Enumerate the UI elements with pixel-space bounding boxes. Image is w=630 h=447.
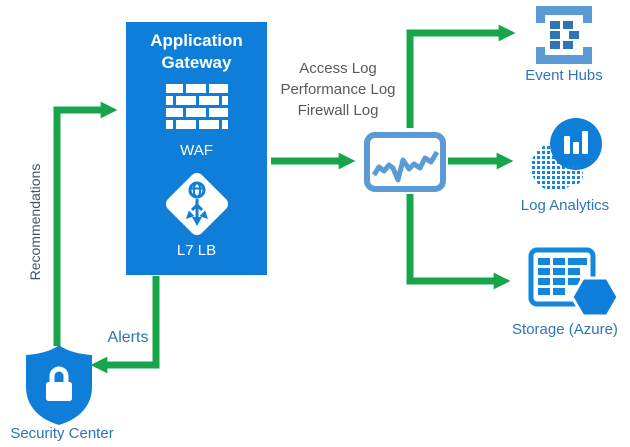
log-analytics-icon — [531, 118, 602, 191]
log-analytics-label: Log Analytics — [520, 197, 610, 214]
storage-table-icon — [528, 247, 620, 318]
load-balancer-icon — [165, 172, 229, 236]
azure-hexagon — [570, 276, 620, 318]
arrow-recommendations — [53, 101, 118, 346]
arrow-alerts-to-security-center — [90, 276, 160, 374]
access-log-line: Access Log — [299, 60, 377, 77]
application-gateway-box: Application Gateway WAF — [126, 22, 267, 275]
security-shield-icon — [26, 345, 92, 425]
event-hubs-label: Event Hubs — [525, 67, 603, 84]
event-hubs-icon — [536, 6, 592, 64]
recommendations-label: Recommendations — [27, 163, 43, 281]
log-types-label: Access Log Performance Log Firewall Log — [268, 58, 408, 121]
storage-label: Storage (Azure) — [512, 321, 618, 338]
monitor-chart-icon — [364, 132, 446, 192]
application-gateway-title: Application Gateway — [150, 31, 243, 72]
arrow-monitor-to-storage — [406, 194, 511, 290]
waf-brick-icon — [166, 84, 228, 129]
l7-lb-label: L7 LB — [176, 242, 217, 259]
alerts-label: Alerts — [107, 329, 149, 346]
performance-log-line: Performance Log — [280, 81, 396, 98]
arrow-monitor-to-event-hubs — [406, 24, 516, 128]
lock-icon — [46, 366, 72, 401]
firewall-log-line: Firewall Log — [297, 102, 379, 119]
security-center-label: Security Center — [10, 425, 114, 442]
waf-label: WAF — [180, 142, 213, 159]
